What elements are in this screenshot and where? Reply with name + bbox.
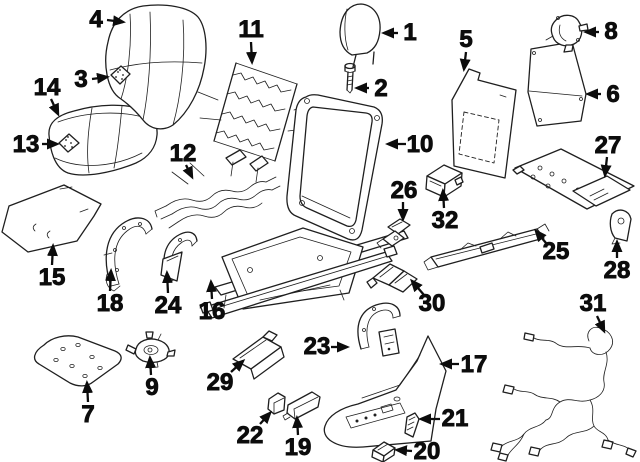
part-seatback-board <box>527 41 587 127</box>
part-gear-motor <box>125 331 176 369</box>
part-seat-cushion <box>48 104 158 176</box>
callout-arrow-seat-cushion <box>48 98 60 117</box>
callout-number-seatback-panel: 5 <box>459 26 472 53</box>
callout-number-floor-bracket: 29 <box>207 369 234 396</box>
callout-arrow-control-module <box>438 188 450 209</box>
callout-arrow-switch-housing <box>292 415 304 436</box>
callout-number-seatback-spring-mat: 11 <box>238 16 263 43</box>
callout-number-seatback-frame: 10 <box>407 131 434 158</box>
callout-number-track-bracket: 28 <box>604 257 631 284</box>
callout-number-track-assembly: 27 <box>595 132 622 159</box>
callout-arrow-cushion-spring-frame <box>182 164 194 180</box>
callout-number-control-module: 32 <box>432 207 459 234</box>
callout-arrow-wiring-harness <box>594 315 606 334</box>
callout-arrow-rear-bracket <box>410 278 425 296</box>
part-floor-panel <box>33 335 122 387</box>
part-rail-bracket <box>376 218 411 249</box>
callout-arrow-recliner-cover-outer <box>162 270 173 294</box>
callout-number-side-shield: 17 <box>461 351 488 378</box>
callout-number-rail-bracket: 26 <box>391 177 418 204</box>
callout-number-floor-panel: 7 <box>81 401 94 428</box>
part-seatback-heater-pad <box>110 65 131 85</box>
callout-number-switch-knob-front: 20 <box>414 438 441 462</box>
callout-number-seatback-heater-pad: 3 <box>74 66 87 93</box>
part-wiring-harness <box>490 326 637 462</box>
callout-number-seat-cushion: 14 <box>34 74 61 101</box>
callout-arrow-gear-motor <box>145 355 157 376</box>
part-seatback-cushion <box>105 4 207 130</box>
part-recliner-cover-inner <box>103 217 153 292</box>
callout-arrow-floor-panel <box>82 380 94 403</box>
part-floor-bracket <box>232 330 285 380</box>
part-floor-carpet <box>1 184 102 253</box>
callout-number-cushion-spring-frame: 12 <box>170 140 197 167</box>
part-cushion-spring-frame <box>154 149 281 229</box>
callout-number-gear-motor: 9 <box>145 374 158 401</box>
callout-number-switch-knob-rear: 21 <box>442 405 469 432</box>
callout-arrow-slide-rail <box>534 228 547 244</box>
callout-number-recliner-cover-inner: 18 <box>97 290 124 317</box>
callout-number-rear-bracket: 30 <box>419 290 446 317</box>
part-track-bracket <box>609 209 632 245</box>
part-control-module <box>425 164 464 198</box>
callout-number-seatback-board: 6 <box>606 81 619 108</box>
part-slide-rail <box>423 223 550 271</box>
callout-arrow-seatback-heater-pad <box>91 72 110 84</box>
callout-number-slide-rail: 25 <box>543 238 570 265</box>
part-side-member <box>357 302 401 357</box>
part-harness-clip <box>267 392 286 415</box>
callout-arrow-seatback-panel <box>459 51 471 72</box>
callout-number-side-member: 23 <box>304 333 331 360</box>
callout-number-harness-clip: 22 <box>237 422 264 449</box>
part-headrest-guide-bolt <box>344 62 356 94</box>
callout-arrow-seatback-spring-mat <box>246 41 257 65</box>
callout-number-wiring-harness: 31 <box>580 290 607 317</box>
part-headrest <box>339 3 381 68</box>
part-track-assembly <box>512 148 635 210</box>
callout-number-headrest: 1 <box>403 19 416 46</box>
callout-arrow-floor-bracket <box>230 358 246 373</box>
callout-number-seat-adjuster-frame: 16 <box>199 298 226 325</box>
callout-number-floor-carpet: 15 <box>39 264 66 291</box>
part-recliner-motor <box>545 14 589 53</box>
callout-arrow-harness-clip <box>259 410 273 425</box>
part-rear-bracket <box>366 263 418 293</box>
callout-number-switch-housing: 19 <box>285 434 312 461</box>
callout-arrow-switch-knob-front <box>394 445 413 457</box>
part-seatback-frame <box>286 94 383 241</box>
callout-arrow-floor-carpet <box>46 243 58 266</box>
part-seat-adjuster-frame <box>199 227 409 319</box>
callout-number-headrest-guide-bolt: 2 <box>374 75 387 102</box>
callout-number-seatback-cushion: 4 <box>89 6 103 33</box>
callout-number-recliner-cover-outer: 24 <box>155 292 182 319</box>
callout-number-cushion-heater-pad: 13 <box>13 131 40 158</box>
part-cushion-heater-pad <box>58 133 80 153</box>
part-switch-knob-rear <box>404 412 420 438</box>
callout-number-recliner-motor: 8 <box>604 18 617 45</box>
callout-arrow-seat-adjuster-frame <box>206 279 218 300</box>
part-switch-housing <box>282 391 321 421</box>
callout-arrow-track-assembly <box>600 156 612 178</box>
callout-arrow-seatback-cushion <box>106 15 126 27</box>
callout-arrow-recliner-cover-inner <box>105 268 116 292</box>
part-seatback-panel <box>451 68 517 179</box>
